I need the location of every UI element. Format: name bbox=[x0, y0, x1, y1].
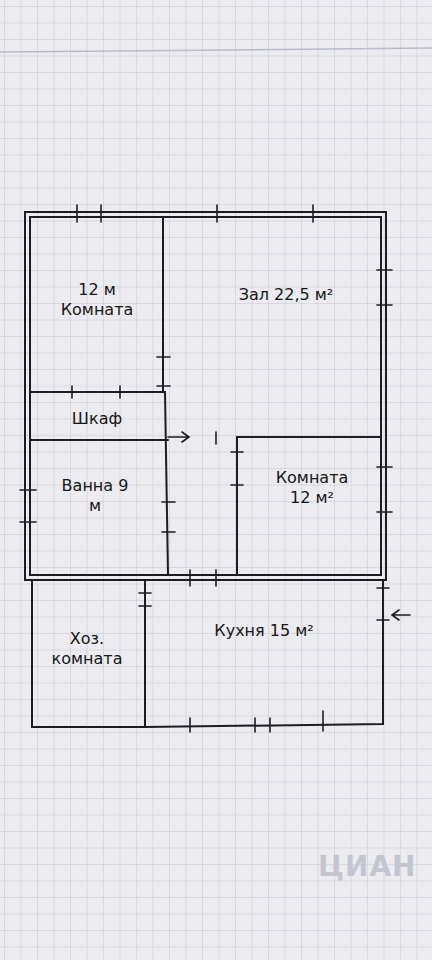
room: Зал 22,5 м² bbox=[164, 218, 380, 436]
arrow bbox=[168, 432, 189, 442]
room-label: Зал 22,5 м² bbox=[206, 285, 366, 305]
outer-wall bbox=[25, 212, 386, 580]
wall bbox=[144, 580, 146, 727]
room: Хоз. комната bbox=[33, 581, 144, 726]
watermark: ЦИАН bbox=[318, 850, 417, 883]
inner-wall bbox=[30, 217, 381, 575]
walls bbox=[25, 212, 386, 727]
room-label: Шкаф bbox=[42, 409, 152, 429]
room: 12 м Комната bbox=[31, 218, 162, 391]
room-label: Кухня 15 м² bbox=[204, 621, 324, 641]
door-arrows bbox=[168, 432, 410, 620]
room-label: Комната 12 м² bbox=[266, 468, 358, 508]
room-label: Хоз. комната bbox=[44, 629, 130, 669]
wall-ticks bbox=[20, 205, 392, 732]
room: Ванна 9 м bbox=[31, 441, 164, 574]
room: Шкаф bbox=[31, 393, 164, 439]
wall bbox=[237, 436, 381, 438]
room-label: Ванна 9 м bbox=[59, 476, 131, 516]
wall bbox=[30, 439, 168, 441]
margin-line bbox=[0, 48, 432, 52]
wall bbox=[236, 437, 238, 575]
wall bbox=[162, 217, 164, 392]
wall bbox=[32, 580, 383, 727]
wall bbox=[30, 391, 165, 393]
room: Комната 12 м² bbox=[238, 438, 380, 574]
wall bbox=[165, 392, 168, 575]
entrance-arrow bbox=[392, 610, 410, 620]
room-label: 12 м Комната bbox=[49, 280, 145, 320]
room: Кухня 15 м² bbox=[146, 581, 382, 723]
